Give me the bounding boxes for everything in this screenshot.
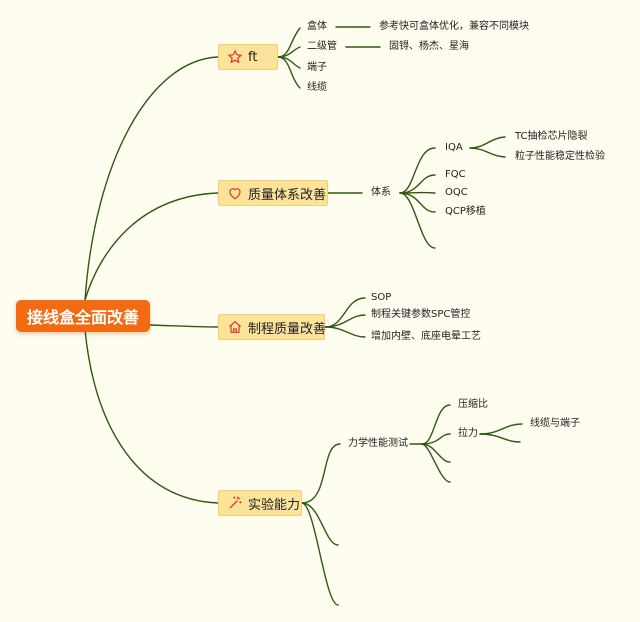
connector-root-lab: [84, 329, 219, 504]
branch-process-quality[interactable]: 制程质量改善: [218, 314, 327, 340]
node-diode[interactable]: 二级管: [307, 41, 337, 52]
connector-root-process: [149, 324, 219, 328]
node-sop[interactable]: SOP: [371, 292, 392, 303]
node-oqc[interactable]: OQC: [445, 187, 468, 198]
root-node[interactable]: 接线盒全面改善: [16, 300, 150, 332]
node-particle-test[interactable]: 粒子性能稳定性检验: [515, 151, 605, 162]
branch-ft-label: ft: [248, 49, 258, 65]
node-cable[interactable]: 线缆: [307, 82, 327, 93]
connector-root-ft: [84, 56, 219, 301]
node-cable-terminal[interactable]: 线缆与端子: [530, 418, 580, 429]
branch-ft[interactable]: ft: [218, 44, 278, 70]
node-box-body-note[interactable]: 参考快可盒体优化，兼容不同模块: [379, 21, 529, 32]
branch-quality-system[interactable]: 质量体系改善: [218, 180, 328, 206]
wand-icon: [227, 495, 243, 511]
branch-lab-label: 实验能力: [248, 497, 301, 513]
heart-icon: [227, 185, 243, 201]
connector-ft-hub: [277, 27, 301, 58]
node-qcp[interactable]: QCP移植: [445, 206, 486, 217]
node-spc[interactable]: 制程关键参数SPC管控: [371, 309, 471, 320]
node-box-body[interactable]: 盒体: [307, 21, 327, 32]
node-tc-check[interactable]: TC抽检芯片隐裂: [515, 131, 588, 142]
node-system[interactable]: 体系: [371, 187, 391, 198]
node-compression[interactable]: 压缩比: [458, 399, 488, 410]
star-icon: [227, 49, 243, 65]
node-fqc[interactable]: FQC: [445, 169, 466, 180]
branch-lab-capability[interactable]: 实验能力: [218, 490, 302, 516]
connector-root-quality: [84, 192, 219, 301]
home-icon: [227, 319, 243, 335]
node-terminal[interactable]: 端子: [307, 62, 327, 73]
branch-process-label: 制程质量改善: [248, 321, 327, 337]
node-tension[interactable]: 拉力: [458, 428, 478, 439]
node-mechanics[interactable]: 力学性能测试: [348, 438, 408, 449]
node-corona[interactable]: 增加内壁、底座电晕工艺: [371, 331, 481, 342]
branch-quality-label: 质量体系改善: [248, 187, 327, 203]
node-diode-note[interactable]: 固锝、杨杰、星海: [389, 41, 469, 52]
node-iqa[interactable]: IQA: [445, 142, 463, 153]
